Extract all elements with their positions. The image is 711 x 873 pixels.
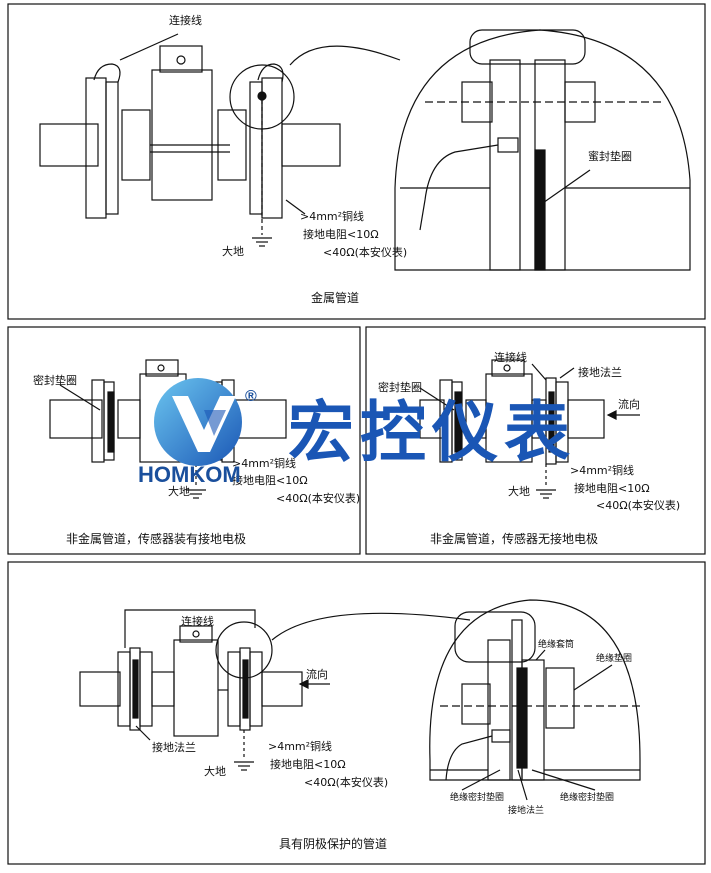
middle-right-ground-resistance-label: 接地电阻<10Ω (574, 482, 650, 495)
top-sensor-assembly (39, 33, 401, 247)
top-detail-zoom (394, 29, 691, 271)
bottom-ground-flange-label: 接地法兰 (152, 741, 196, 754)
bottom-flow-direction-label: 流向 (306, 668, 328, 681)
bottom-earth-label: 大地 (204, 765, 226, 778)
bottom-resistance-note-label: <40Ω(本安仪表) (304, 776, 389, 789)
middle-right-sensor (419, 359, 640, 499)
top-connecting-wire-label: 连接线 (169, 14, 202, 27)
middle-left-earth-label: 大地 (168, 485, 190, 498)
bottom-sensor-assembly (79, 609, 471, 771)
middle-right-panel-caption: 非金属管道，传感器无接地电极 (430, 532, 599, 546)
top-earth-label: 大地 (222, 245, 244, 258)
brand-name-cn: 宏控仪表 (288, 394, 576, 471)
middle-left-ground-resistance-label: 接地电阻<10Ω (232, 474, 308, 487)
brand-name-en: HOMKOM (138, 462, 241, 487)
homkom-logo-icon (154, 378, 242, 466)
top-resistance-note-label: <40Ω(本安仪表) (323, 246, 408, 259)
bottom-connecting-wire-label: 连接线 (181, 615, 214, 628)
panel-middle-left-frame (7, 326, 361, 555)
panel-bottom-frame (7, 561, 706, 865)
panel-top-frame (7, 3, 706, 320)
bottom-insulating-seal-right-label: 绝缘密封垫圈 (560, 793, 615, 803)
middle-right-resistance-note-label: <40Ω(本安仪表) (596, 499, 681, 512)
middle-right-ground-flange-label: 接地法兰 (578, 366, 622, 379)
bottom-ground-flange-detail-label: 接地法兰 (508, 806, 545, 816)
bottom-insulating-gasket-label: 绝缘垫圈 (596, 654, 633, 664)
middle-right-earth-label: 大地 (508, 485, 530, 498)
middle-right-flow-direction-label: 流向 (618, 398, 640, 411)
bottom-ground-resistance-label: 接地电阻<10Ω (270, 758, 346, 771)
bottom-detail-zoom (429, 599, 641, 801)
top-ground-resistance-label: 接地电阻<10Ω (303, 228, 379, 241)
middle-right-connecting-wire-label: 连接线 (494, 351, 527, 364)
bottom-panel-caption: 具有阴极保护的管道 (279, 837, 388, 851)
bottom-copper-wire-label: >4mm²铜线 (268, 740, 333, 753)
bottom-insulating-seal-left-label: 绝缘密封垫圈 (450, 793, 505, 803)
middle-left-seal-ring-label: 密封垫圈 (33, 374, 77, 387)
middle-right-copper-wire-label: >4mm²铜线 (570, 464, 635, 477)
panel-middle-right-frame (365, 326, 706, 555)
registered-mark: ® (245, 388, 257, 405)
middle-left-panel-caption: 非金属管道，传感器装有接地电极 (66, 532, 247, 546)
top-panel-caption: 金属管道 (311, 291, 360, 305)
middle-right-seal-ring-label: 密封垫圈 (378, 381, 422, 394)
middle-left-resistance-note-label: <40Ω(本安仪表) (276, 492, 361, 505)
middle-left-copper-wire-label: >4mm²铜线 (232, 457, 297, 470)
bottom-insulating-sleeve-label: 绝缘套筒 (538, 640, 575, 650)
top-seal-ring-label: 蜜封垫圈 (588, 150, 632, 163)
top-copper-wire-label: >4mm²铜线 (300, 210, 365, 223)
